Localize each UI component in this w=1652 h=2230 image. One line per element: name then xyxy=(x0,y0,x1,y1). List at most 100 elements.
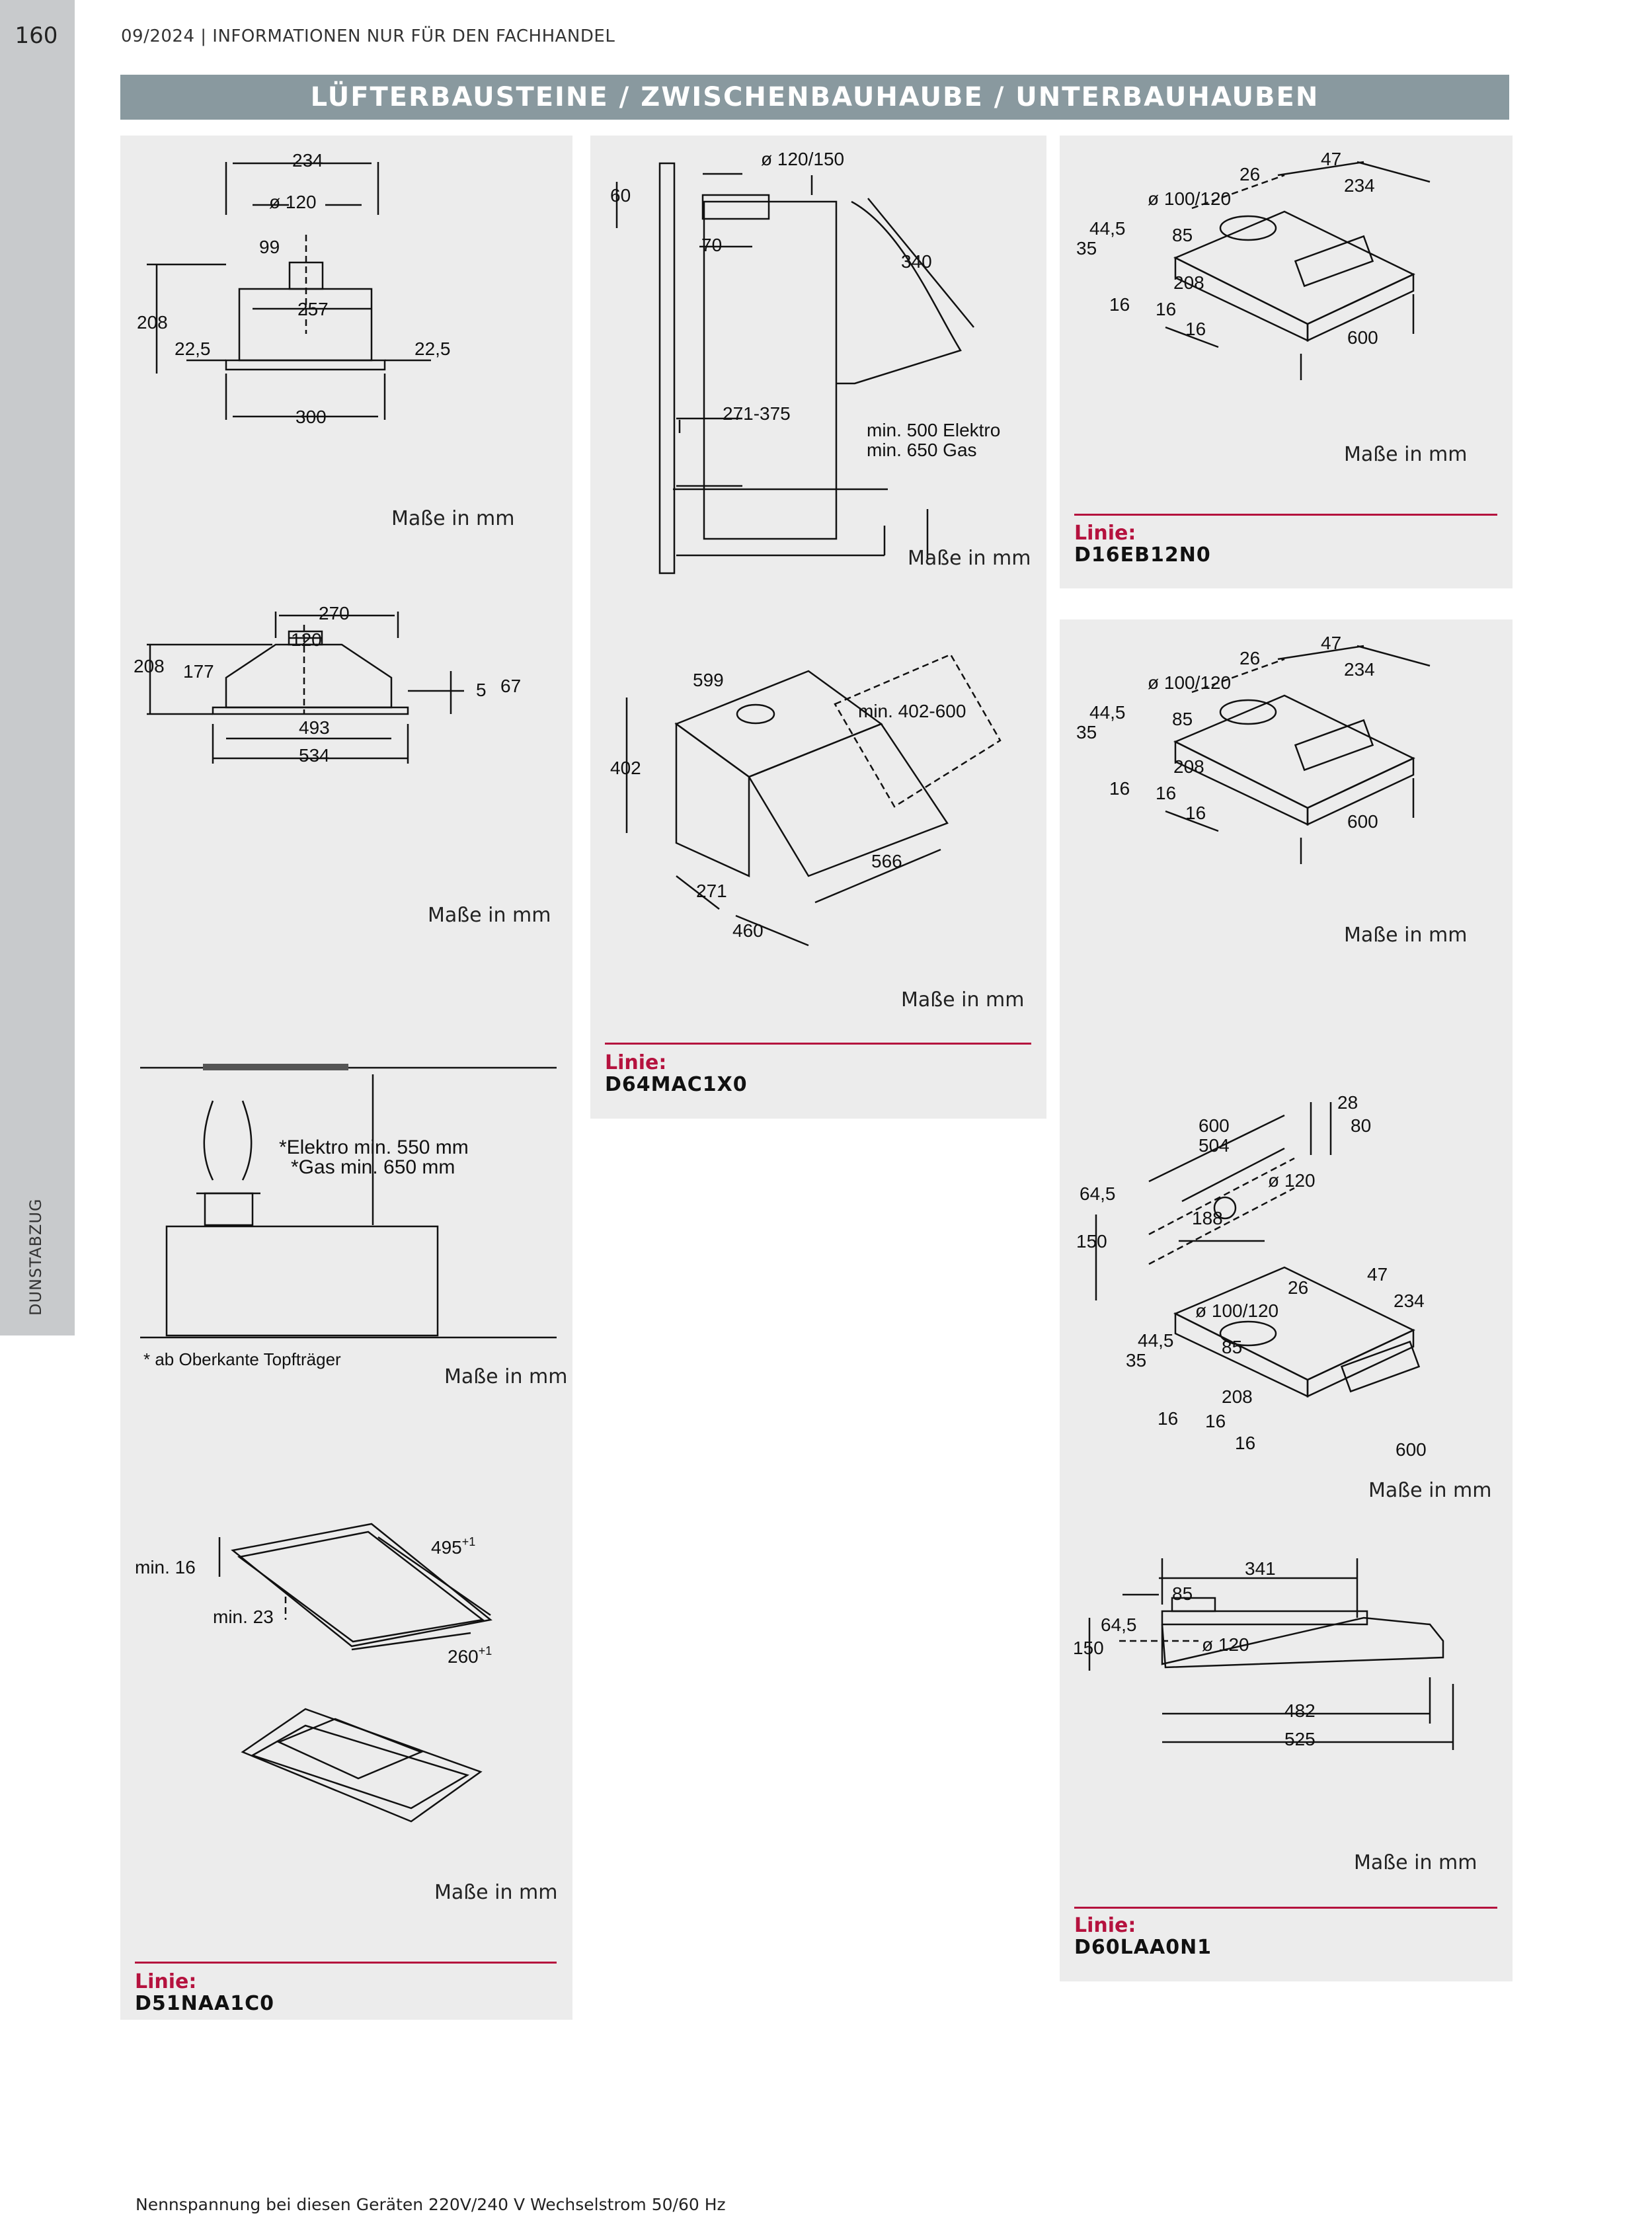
dim-26: 26 xyxy=(1239,164,1260,184)
dim-64-5: 64,5 xyxy=(1080,1183,1116,1204)
cutout-min23: min. 23 xyxy=(213,1607,274,1627)
dim-d120-150: ø 120/150 xyxy=(761,149,844,169)
dim-d120: ø 120 xyxy=(1268,1170,1316,1191)
dim-16c: 16 xyxy=(1235,1433,1255,1453)
dim-5: 5 xyxy=(476,680,487,700)
cutout-min16: min. 16 xyxy=(135,1557,196,1577)
dim-600: 600 xyxy=(1347,327,1378,348)
dim-16a: 16 xyxy=(1109,294,1130,315)
model-number: D51NAA1C0 xyxy=(135,1992,274,2015)
line-rule xyxy=(1074,1907,1497,1909)
line-label: Linie: xyxy=(1074,522,1136,545)
dim-44-5: 44,5 xyxy=(1089,218,1126,239)
dim-208: 208 xyxy=(1173,756,1204,777)
dim-600-top: 600 xyxy=(1199,1115,1230,1136)
sidebar-strip xyxy=(0,0,75,1335)
units-label: Maße in mm xyxy=(391,507,515,530)
dim-67: 67 xyxy=(500,676,521,696)
dim-16a: 16 xyxy=(1158,1408,1178,1429)
dim-16a: 16 xyxy=(1109,778,1130,799)
min-gas: min. 650 Gas xyxy=(867,440,977,460)
model-number: D60LAA0N1 xyxy=(1074,1936,1212,1959)
dim-d120: ø 120 xyxy=(269,192,317,212)
units-label: Maße in mm xyxy=(434,1881,558,1904)
dim-208: 208 xyxy=(1222,1386,1253,1407)
dim-208: 208 xyxy=(134,656,165,676)
dim-208: 208 xyxy=(1173,272,1204,293)
dim-271: 271 xyxy=(696,881,727,901)
model-number: D16EB12N0 xyxy=(1074,543,1211,567)
dim-341: 341 xyxy=(1245,1558,1276,1579)
drawing-d51-top: 234 ø 120 99 208 257 22,5 22,5 300 xyxy=(137,150,451,427)
cutout-495: 495+1 xyxy=(431,1535,475,1558)
panel-d60laa0n1: 26 47 234 ø 100/120 44,5 85 35 208 16 16… xyxy=(1060,619,1513,1981)
dim-600: 600 xyxy=(1347,811,1378,832)
dim-47: 47 xyxy=(1367,1264,1388,1285)
dim-120: 120 xyxy=(291,629,322,650)
page-number: 160 xyxy=(15,22,58,49)
drawing-d64-side: ø 120/150 60 70 340 271-375 min. 500 Ele… xyxy=(610,149,1000,575)
dim-599: 599 xyxy=(693,670,724,690)
dim-44-5: 44,5 xyxy=(1089,702,1126,723)
dim-16c: 16 xyxy=(1185,319,1206,339)
dim-85: 85 xyxy=(1172,1583,1193,1604)
dim-234: 234 xyxy=(1344,659,1375,680)
dim-600-b: 600 xyxy=(1396,1439,1427,1460)
section-label: DUNSTABZUG xyxy=(26,1198,45,1316)
dim-234: 234 xyxy=(1344,175,1375,196)
dim-482: 482 xyxy=(1284,1700,1316,1721)
page-title: LÜFTERBAUSTEINE / ZWISCHENBAUHAUBE / UNT… xyxy=(120,75,1509,120)
footer-note: Nennspannung bei diesen Geräten 220V/240… xyxy=(136,2195,726,2214)
drawing-d60-iso-2: 28 80 600 504 64,5 ø 120 188 150 26 47 2… xyxy=(1076,1092,1427,1460)
drawing-d51-cutout: min. 16 min. 23 495+1 260+1 xyxy=(135,1523,492,1823)
drawing-d51-front: 270 120 208 177 5 67 493 534 xyxy=(134,603,521,766)
dim-16b: 16 xyxy=(1156,783,1176,803)
dim-80: 80 xyxy=(1351,1115,1371,1136)
dim-234: 234 xyxy=(292,150,323,171)
drawing-d60-iso-1: 26 47 234 ø 100/120 44,5 85 35 208 16 16… xyxy=(1076,633,1431,864)
units-label: Maße in mm xyxy=(444,1365,568,1388)
panel-d64mac1x0: ø 120/150 60 70 340 271-375 min. 500 Ele… xyxy=(590,136,1046,1119)
dim-16b: 16 xyxy=(1156,299,1176,319)
clearance-elektro: *Elektro min. 550 mm xyxy=(279,1136,469,1158)
model-number: D64MAC1X0 xyxy=(605,1073,748,1096)
min-elektro: min. 500 Elektro xyxy=(867,420,1000,440)
dim-d100-120: ø 100/120 xyxy=(1148,188,1231,209)
dim-d100-120: ø 100/120 xyxy=(1195,1300,1278,1321)
dim-35: 35 xyxy=(1076,722,1097,742)
dim-534: 534 xyxy=(299,745,330,766)
dim-64-5: 64,5 xyxy=(1101,1614,1137,1635)
dim-d120: ø 120 xyxy=(1202,1634,1249,1655)
drawing-d16-iso: 26 47 234 ø 100/120 44,5 85 35 208 16 16… xyxy=(1076,149,1431,380)
panel-d16eb12n0: 26 47 234 ø 100/120 44,5 85 35 208 16 16… xyxy=(1060,136,1513,588)
dim-35: 35 xyxy=(1076,238,1097,259)
dim-234: 234 xyxy=(1394,1291,1425,1311)
dim-85: 85 xyxy=(1222,1337,1242,1357)
dim-504: 504 xyxy=(1199,1135,1230,1156)
dim-85: 85 xyxy=(1172,225,1193,245)
line-rule xyxy=(135,1962,557,1964)
dim-208: 208 xyxy=(137,312,168,333)
dim-22-5-right: 22,5 xyxy=(414,338,451,359)
drawing-d60-side: 341 85 64,5 150 ø 120 482 525 xyxy=(1073,1558,1454,1750)
dim-99: 99 xyxy=(259,237,280,257)
dim-300: 300 xyxy=(295,407,327,427)
dim-d100-120: ø 100/120 xyxy=(1148,672,1231,693)
dim-270: 270 xyxy=(319,603,350,623)
dim-566: 566 xyxy=(871,851,902,871)
header-date: 09/2024 | INFORMATIONEN NUR FÜR DEN FACH… xyxy=(121,26,615,46)
units-label: Maße in mm xyxy=(1368,1479,1492,1502)
dim-402-600: min. 402-600 xyxy=(858,701,966,721)
dim-16c: 16 xyxy=(1185,803,1206,823)
line-label: Linie: xyxy=(605,1051,667,1074)
units-label: Maße in mm xyxy=(908,547,1031,570)
line-label: Linie: xyxy=(1074,1914,1136,1937)
line-rule xyxy=(605,1043,1031,1045)
dim-26: 26 xyxy=(1288,1277,1308,1298)
line-rule xyxy=(1074,514,1497,516)
dim-257: 257 xyxy=(297,299,329,319)
dim-44-5: 44,5 xyxy=(1138,1330,1174,1351)
dim-47: 47 xyxy=(1321,149,1341,169)
units-label: Maße in mm xyxy=(901,988,1025,1012)
dim-60: 60 xyxy=(610,185,631,206)
